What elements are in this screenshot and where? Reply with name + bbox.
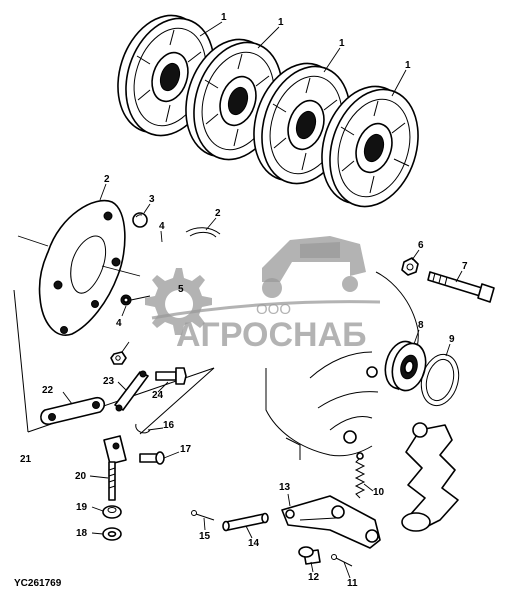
steel-ball bbox=[132, 212, 148, 228]
brake-plate-partial bbox=[185, 227, 221, 238]
callout-1: 1 bbox=[339, 38, 345, 49]
callout-22: 22 bbox=[42, 385, 54, 396]
clevis-pin-small bbox=[139, 451, 165, 465]
hex-bolt bbox=[155, 367, 187, 385]
washer bbox=[102, 527, 122, 541]
brake-disc-4 bbox=[321, 85, 419, 208]
axle-housing bbox=[265, 271, 419, 460]
callout-4: 4 bbox=[116, 318, 122, 329]
callout-18: 18 bbox=[76, 528, 88, 539]
callout-23: 24 bbox=[152, 390, 164, 401]
callout-2: 2 bbox=[104, 174, 110, 185]
callout-3: 3 bbox=[149, 194, 155, 205]
callout-21: 21 bbox=[20, 454, 32, 465]
nut bbox=[401, 257, 419, 276]
callout-1: 1 bbox=[221, 12, 227, 23]
callout-5: 5 bbox=[178, 284, 184, 295]
callout-16: 16 bbox=[163, 420, 175, 431]
callout-12: 12 bbox=[308, 572, 320, 583]
link-plate bbox=[40, 396, 106, 425]
callout-7: 7 bbox=[462, 261, 468, 272]
company-watermark: ООО АГРОСНАБ bbox=[145, 236, 381, 354]
rubber-boot bbox=[401, 422, 459, 532]
callout-19: 19 bbox=[76, 502, 88, 513]
callout-10: 10 bbox=[373, 487, 385, 498]
cotter-pin bbox=[191, 510, 215, 521]
callout-9: 9 bbox=[449, 334, 455, 345]
callout-4: 4 bbox=[159, 221, 165, 232]
callout-6: 6 bbox=[418, 240, 424, 251]
callout-22: 23 bbox=[103, 376, 115, 387]
callout-14: 14 bbox=[248, 538, 260, 549]
brake-actuator-plate bbox=[17, 199, 141, 336]
callout-15: 15 bbox=[199, 531, 211, 542]
figure-code: YC261769 bbox=[14, 578, 62, 589]
callout-11: 11 bbox=[347, 578, 358, 589]
callout-17: 17 bbox=[180, 444, 192, 455]
tractor-icon bbox=[262, 236, 366, 282]
split-pin bbox=[331, 554, 353, 567]
bearing bbox=[384, 340, 427, 392]
callout-labels: 1 1 1 1 2 2 3 4 4 5 6 7 8 9 10 11 12 13 … bbox=[20, 12, 468, 589]
watermark-company-name: АГРОСНАБ bbox=[176, 316, 367, 354]
watermark-prefix: ООО bbox=[256, 301, 291, 318]
long-bolt bbox=[427, 271, 495, 303]
leader-lines bbox=[62, 21, 463, 579]
spring-clip bbox=[120, 294, 151, 306]
gear-icon bbox=[145, 268, 212, 335]
lock-nut bbox=[102, 505, 122, 519]
callout-20: 20 bbox=[75, 471, 87, 482]
small-nut bbox=[110, 351, 127, 365]
callout-1: 1 bbox=[278, 17, 284, 28]
return-spring bbox=[354, 452, 366, 499]
headed-pin bbox=[298, 546, 321, 565]
callout-13: 13 bbox=[279, 482, 291, 493]
link-arm bbox=[114, 370, 149, 412]
clevis-pin bbox=[222, 512, 269, 532]
callout-8: 8 bbox=[418, 320, 424, 331]
threaded-rod bbox=[108, 461, 116, 501]
clevis-fork bbox=[103, 423, 151, 465]
brake-lever bbox=[281, 495, 381, 549]
callout-2: 2 bbox=[215, 208, 221, 219]
callout-1: 1 bbox=[405, 60, 411, 71]
